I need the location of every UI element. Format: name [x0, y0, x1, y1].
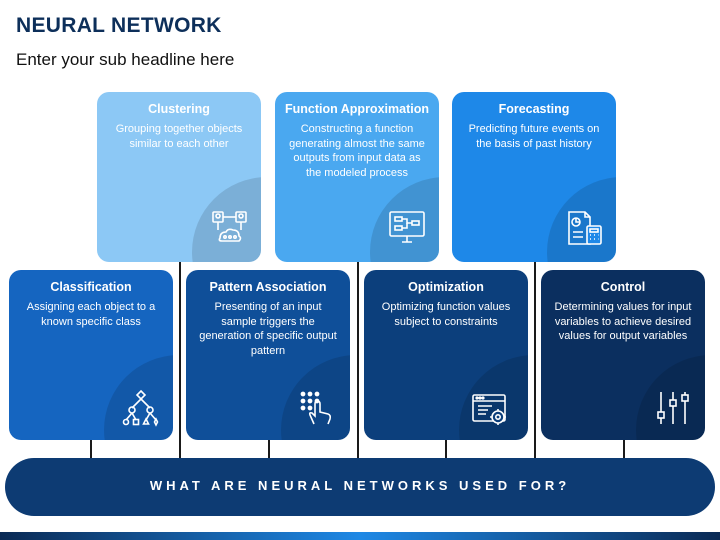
- browser-settings-icon: [472, 394, 506, 425]
- sliders-icon: [657, 392, 689, 424]
- connector-line: [534, 262, 536, 458]
- connector-line: [90, 440, 92, 458]
- page-subtitle: Enter your sub headline here: [16, 50, 235, 69]
- card-pattern-association: Pattern Association Presenting of an inp…: [186, 270, 350, 440]
- connector-line: [179, 262, 181, 458]
- report-calculator-icon: [568, 211, 602, 245]
- card-description: Optimizing function values subject to co…: [381, 301, 511, 328]
- connector-line: [445, 440, 447, 458]
- card-title: Forecasting: [498, 102, 570, 116]
- card-title: Pattern Association: [209, 280, 327, 294]
- clustering-icon: [212, 211, 247, 242]
- card-description: Constructing a function generating almos…: [289, 123, 425, 179]
- card-description: Grouping together objects similar to eac…: [115, 123, 243, 150]
- card-description: Predicting future events on the basis of…: [468, 123, 600, 150]
- connector-line: [268, 440, 270, 458]
- banner-text: WHAT ARE NEURAL NETWORKS USED FOR?: [149, 478, 571, 493]
- decorative-strip: [0, 532, 720, 540]
- card-description: Determining values for input variables t…: [554, 301, 692, 342]
- connector-line: [623, 440, 625, 458]
- card-title: Function Approximation: [285, 102, 429, 116]
- card-forecasting: Forecasting Predicting future events on …: [452, 92, 616, 262]
- page-title: NEURAL NETWORK: [16, 14, 222, 37]
- card-title: Clustering: [148, 102, 210, 116]
- card-control: Control Determining values for input var…: [541, 270, 705, 440]
- connector-line: [357, 262, 359, 458]
- card-clustering: Clustering Grouping together objects sim…: [97, 92, 261, 262]
- hierarchy-tree-icon: [122, 389, 159, 427]
- card-title: Optimization: [408, 280, 484, 294]
- card-description: Assigning each object to a known specifi…: [26, 301, 156, 328]
- touch-pattern-icon: [300, 391, 332, 425]
- card-classification: Classification Assigning each object to …: [9, 270, 173, 440]
- bottom-banner: WHAT ARE NEURAL NETWORKS USED FOR?: [5, 458, 715, 516]
- monitor-flowchart-icon: [389, 211, 425, 243]
- card-title: Classification: [50, 280, 132, 294]
- card-function-approximation: Function Approximation Constructing a fu…: [275, 92, 439, 262]
- card-optimization: Optimization Optimizing function values …: [364, 270, 528, 440]
- card-title: Control: [600, 280, 646, 294]
- card-description: Presenting of an input sample triggers t…: [199, 301, 337, 357]
